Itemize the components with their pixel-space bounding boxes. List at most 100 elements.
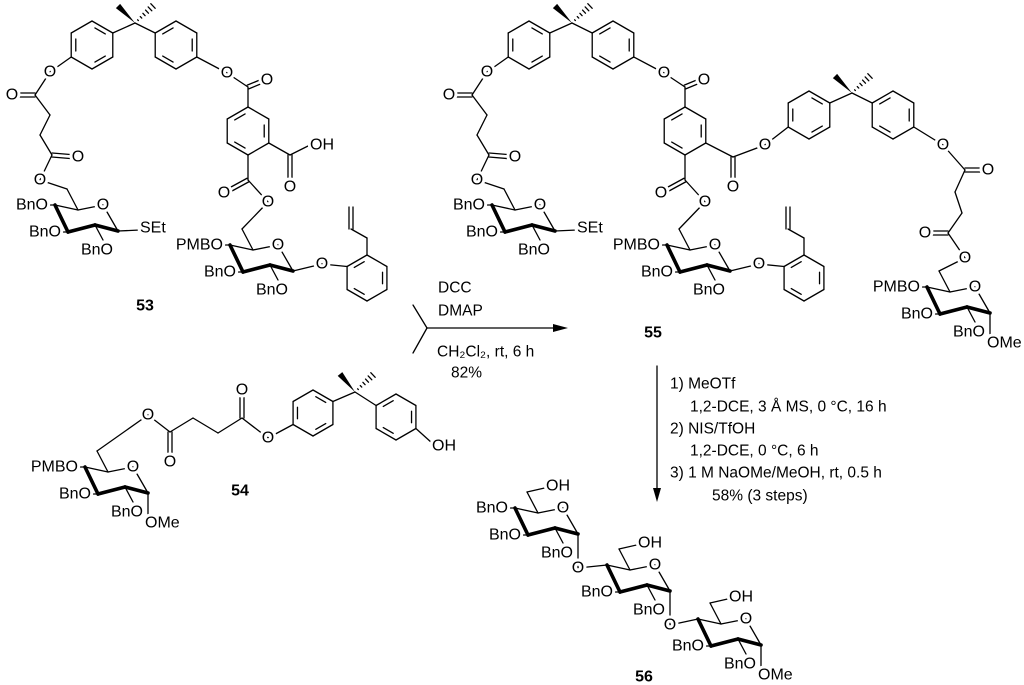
bond	[476, 179, 505, 190]
hashed-bond	[359, 384, 363, 388]
bond	[577, 564, 608, 569]
bond	[346, 288, 368, 302]
bond	[269, 264, 279, 281]
bond	[671, 113, 683, 121]
double-bond	[224, 177, 248, 191]
bond	[851, 92, 873, 104]
bond	[292, 389, 314, 403]
atom-label: BnO	[16, 197, 48, 214]
bond	[96, 414, 149, 452]
bond	[949, 286, 976, 293]
bold-bond	[665, 243, 682, 274]
bond	[663, 72, 686, 88]
bond	[94, 55, 106, 63]
bond	[54, 204, 79, 211]
atom-label: O	[6, 87, 18, 104]
reagent-dmap: DMAP	[438, 303, 483, 320]
atom-label: OH	[729, 589, 753, 606]
bond	[476, 114, 488, 136]
hashed-bond	[856, 85, 860, 89]
atom-label: O	[316, 256, 328, 273]
bond	[706, 264, 716, 281]
atom-label: PMBO	[31, 459, 78, 476]
bold-bond	[705, 263, 732, 273]
atom-label: O	[740, 611, 752, 628]
hashed-bond	[579, 12, 583, 17]
step-2-yield: 58% (3 steps)	[712, 488, 808, 505]
atom-label: BnO	[81, 242, 113, 259]
bond	[84, 466, 109, 473]
atom-label: O	[698, 72, 710, 89]
bond	[486, 56, 509, 73]
bond	[415, 427, 433, 444]
bond	[39, 154, 53, 181]
bond	[132, 466, 149, 494]
atom-label: O	[699, 194, 711, 211]
bond	[491, 204, 516, 211]
hashed-bond	[150, 3, 156, 9]
bond	[678, 201, 706, 230]
bond	[234, 141, 246, 149]
atom-label: O	[919, 225, 931, 242]
hashed-bond	[144, 9, 150, 14]
bond	[382, 426, 394, 434]
bond	[787, 126, 810, 140]
bond	[783, 288, 805, 302]
bond	[154, 56, 177, 70]
bond	[91, 20, 114, 34]
wedge-bond	[115, 3, 135, 24]
bond	[537, 507, 564, 514]
wedge-bond	[337, 372, 355, 392]
bond	[606, 564, 631, 571]
bond	[892, 126, 915, 140]
bond	[764, 126, 789, 146]
atom-label: SEt	[577, 220, 603, 237]
atom-label: OH	[638, 535, 662, 552]
bond	[803, 254, 825, 268]
bond	[252, 244, 279, 251]
atom-label: BnO	[633, 602, 665, 619]
atom-label: O	[664, 617, 676, 634]
bond	[892, 90, 915, 104]
bond	[353, 287, 365, 295]
bond	[241, 201, 269, 230]
atom-label: BnO	[489, 527, 521, 544]
atom-label: O	[471, 172, 483, 189]
bond	[737, 638, 747, 655]
bond	[312, 389, 334, 403]
wedge-bond	[552, 3, 572, 24]
atom-label: O	[272, 237, 284, 254]
bond	[720, 618, 747, 625]
bond	[549, 22, 573, 34]
bond	[247, 179, 269, 203]
bond	[77, 204, 104, 211]
bond	[175, 56, 198, 70]
bond	[315, 422, 327, 430]
bond	[366, 288, 388, 302]
atom-label: BnO	[256, 282, 288, 299]
bold-bond	[925, 285, 942, 316]
atom-label: O	[534, 197, 546, 214]
bond	[292, 423, 314, 437]
hashed-bond	[362, 381, 366, 386]
atom-label: BnO	[672, 638, 704, 655]
bond	[229, 244, 254, 251]
bond	[591, 20, 614, 34]
double-bond	[51, 156, 77, 160]
atom-label: OH	[546, 478, 570, 495]
atom-label: SEt	[140, 220, 166, 237]
bond	[954, 191, 963, 214]
atom-label: OMe	[987, 335, 1022, 352]
bond	[268, 142, 291, 156]
hashed-bond	[573, 19, 577, 22]
bold-bond	[526, 526, 557, 537]
atom-label: O	[262, 194, 274, 211]
bond	[808, 126, 831, 140]
bond	[633, 56, 665, 74]
bond	[745, 618, 762, 646]
bond	[539, 204, 556, 232]
bold-bond	[513, 506, 530, 537]
atom-label: BnO	[476, 500, 508, 517]
bond	[226, 106, 249, 120]
